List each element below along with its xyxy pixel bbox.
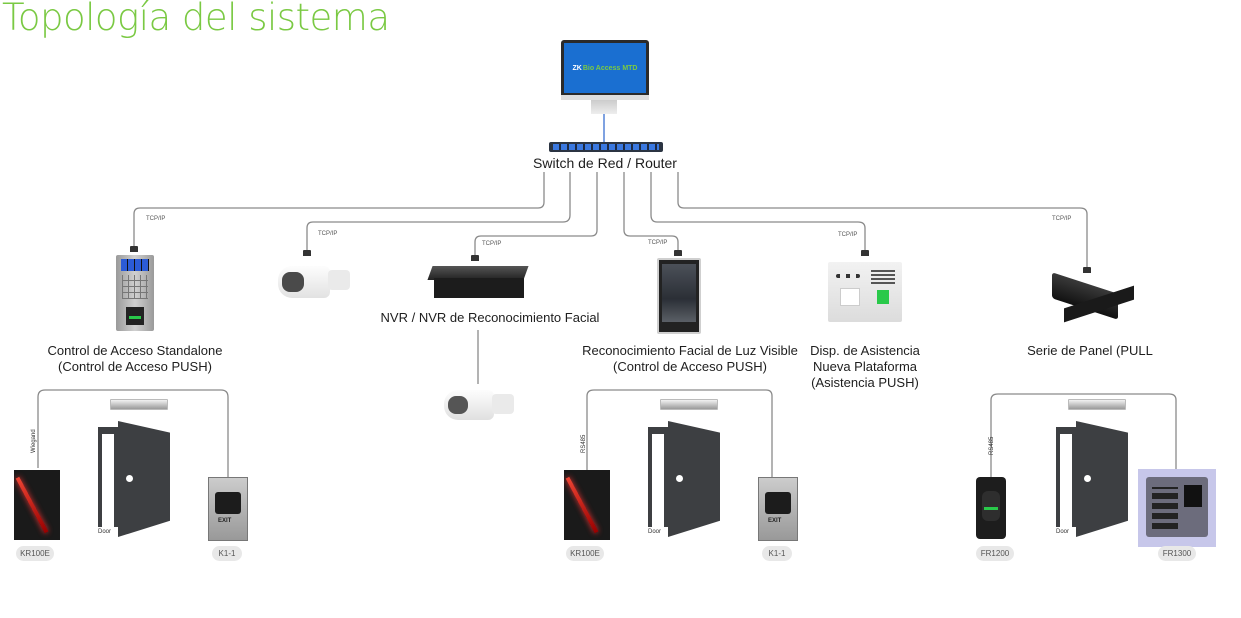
label-line: Nueva Plataforma <box>812 359 918 374</box>
door-label: Door <box>648 529 662 535</box>
exit-button-device: EXIT <box>758 477 798 541</box>
link-label: TCP/IP <box>838 232 858 238</box>
fingerprint-keypad-device <box>1138 469 1216 547</box>
door-icon <box>668 421 720 537</box>
label-line: (Control de Acceso PUSH) <box>613 359 767 374</box>
monitor-stand <box>591 100 617 114</box>
wire-nvr <box>474 172 598 256</box>
wire-standalone <box>133 172 545 246</box>
label-line: (Asistencia PUSH) <box>811 375 919 390</box>
rj45-connector-icon <box>674 250 682 256</box>
card-reader-device <box>564 470 610 540</box>
peripheral-group: Wiegand Door EXIT KR100E K1-1 <box>0 385 260 570</box>
label-line: (Control de Acceso PUSH) <box>58 359 212 374</box>
network-switch <box>549 142 663 152</box>
device-label-panel: Serie de Panel (PULL <box>1027 343 1153 358</box>
bus-label: Wiegand <box>31 429 37 453</box>
label-line: Disp. de Asistencia <box>810 343 920 358</box>
device-screen <box>662 264 696 322</box>
rj45-connector-icon <box>303 250 311 256</box>
door-label: Door <box>1056 529 1070 535</box>
rj45-connector-icon <box>861 250 869 256</box>
switch-label: Switch de Red / Router <box>533 155 677 171</box>
rj45-connector-icon <box>1083 267 1091 273</box>
link-label: TCP/IP <box>482 241 502 247</box>
label-line: Reconocimiento Facial de Luz Visible <box>582 343 798 358</box>
exit-button-device: EXIT <box>208 477 248 541</box>
exit-model-badge: K1-1 <box>212 546 242 561</box>
exit-text: EXIT <box>768 518 782 524</box>
magnetic-lock-icon <box>1068 399 1126 410</box>
magnetic-lock-icon <box>110 399 168 410</box>
exit-model-badge: FR1300 <box>1158 546 1196 561</box>
fingerprint-reader-device <box>976 477 1006 539</box>
exit-model-badge: K1-1 <box>762 546 792 561</box>
device-label-standalone: Control de Acceso Standalone (Control de… <box>20 343 250 375</box>
reader-model-badge: KR100E <box>566 546 604 561</box>
door-knob-icon <box>126 475 133 482</box>
wire-group3 <box>990 393 1177 478</box>
link-label: TCP/IP <box>648 240 668 246</box>
attendance-device <box>828 262 902 322</box>
brand-text: ZK <box>572 64 582 72</box>
door-icon <box>118 421 170 537</box>
page-title: Topología del sistema <box>2 0 390 39</box>
reader-model-badge: KR100E <box>16 546 54 561</box>
card-reader-device <box>14 470 60 540</box>
bus-label: RS485 <box>581 434 587 453</box>
monitor-bezel <box>561 95 649 100</box>
reader-model-badge: FR1200 <box>976 546 1014 561</box>
facial-recognition-terminal-device <box>657 258 701 334</box>
device-label-facial: Reconocimiento Facial de Luz Visible (Co… <box>560 343 820 375</box>
wire-camera <box>306 172 571 250</box>
suffix-text: MTD <box>622 64 638 72</box>
door-label: Door <box>98 529 112 535</box>
peripheral-group: RS485 Door EXIT KR100E K1-1 <box>550 385 810 570</box>
rj45-connector-icon <box>471 255 479 261</box>
ip-camera-device <box>278 264 352 300</box>
standalone-terminal-device <box>116 255 154 331</box>
monitor: ZK Bio Access MTD <box>561 40 649 100</box>
monitor-screen: ZK Bio Access MTD <box>564 43 646 93</box>
device-screen <box>121 259 149 271</box>
wire-attendance <box>650 172 866 252</box>
nvr-ip-camera-device <box>444 388 516 422</box>
door-knob-icon <box>676 475 683 482</box>
device-label-attendance: Disp. de Asistencia Nueva Plataforma (As… <box>790 343 940 391</box>
magnetic-lock-icon <box>660 399 718 410</box>
wire-facial <box>623 172 679 252</box>
product-text: Bio Access <box>582 64 621 72</box>
link-label: TCP/IP <box>1052 216 1072 222</box>
nvr-device <box>427 266 529 300</box>
wire-group2 <box>586 389 773 478</box>
device-label-nvr: NVR / NVR de Reconocimiento Facial <box>380 310 600 325</box>
wire-group1 <box>37 389 229 478</box>
rj45-connector-icon <box>130 246 138 252</box>
door-frame-icon <box>648 427 670 527</box>
bus-label: RS485 <box>989 436 995 455</box>
fingerprint-sensor-icon <box>126 307 144 325</box>
peripheral-group: RS485 Door FR12 <box>958 385 1218 570</box>
switch-ports <box>553 144 659 150</box>
access-panel-device <box>1046 272 1136 323</box>
door-frame-icon <box>98 427 120 527</box>
door-knob-icon <box>1084 475 1091 482</box>
device-keypad <box>122 275 148 299</box>
door-frame-icon <box>1056 427 1078 527</box>
door-icon <box>1076 421 1128 537</box>
wire-panel <box>677 172 1088 268</box>
link-label: TCP/IP <box>318 231 338 237</box>
link-label: TCP/IP <box>146 216 166 222</box>
label-line: Control de Acceso Standalone <box>47 343 223 358</box>
exit-text: EXIT <box>218 518 232 524</box>
